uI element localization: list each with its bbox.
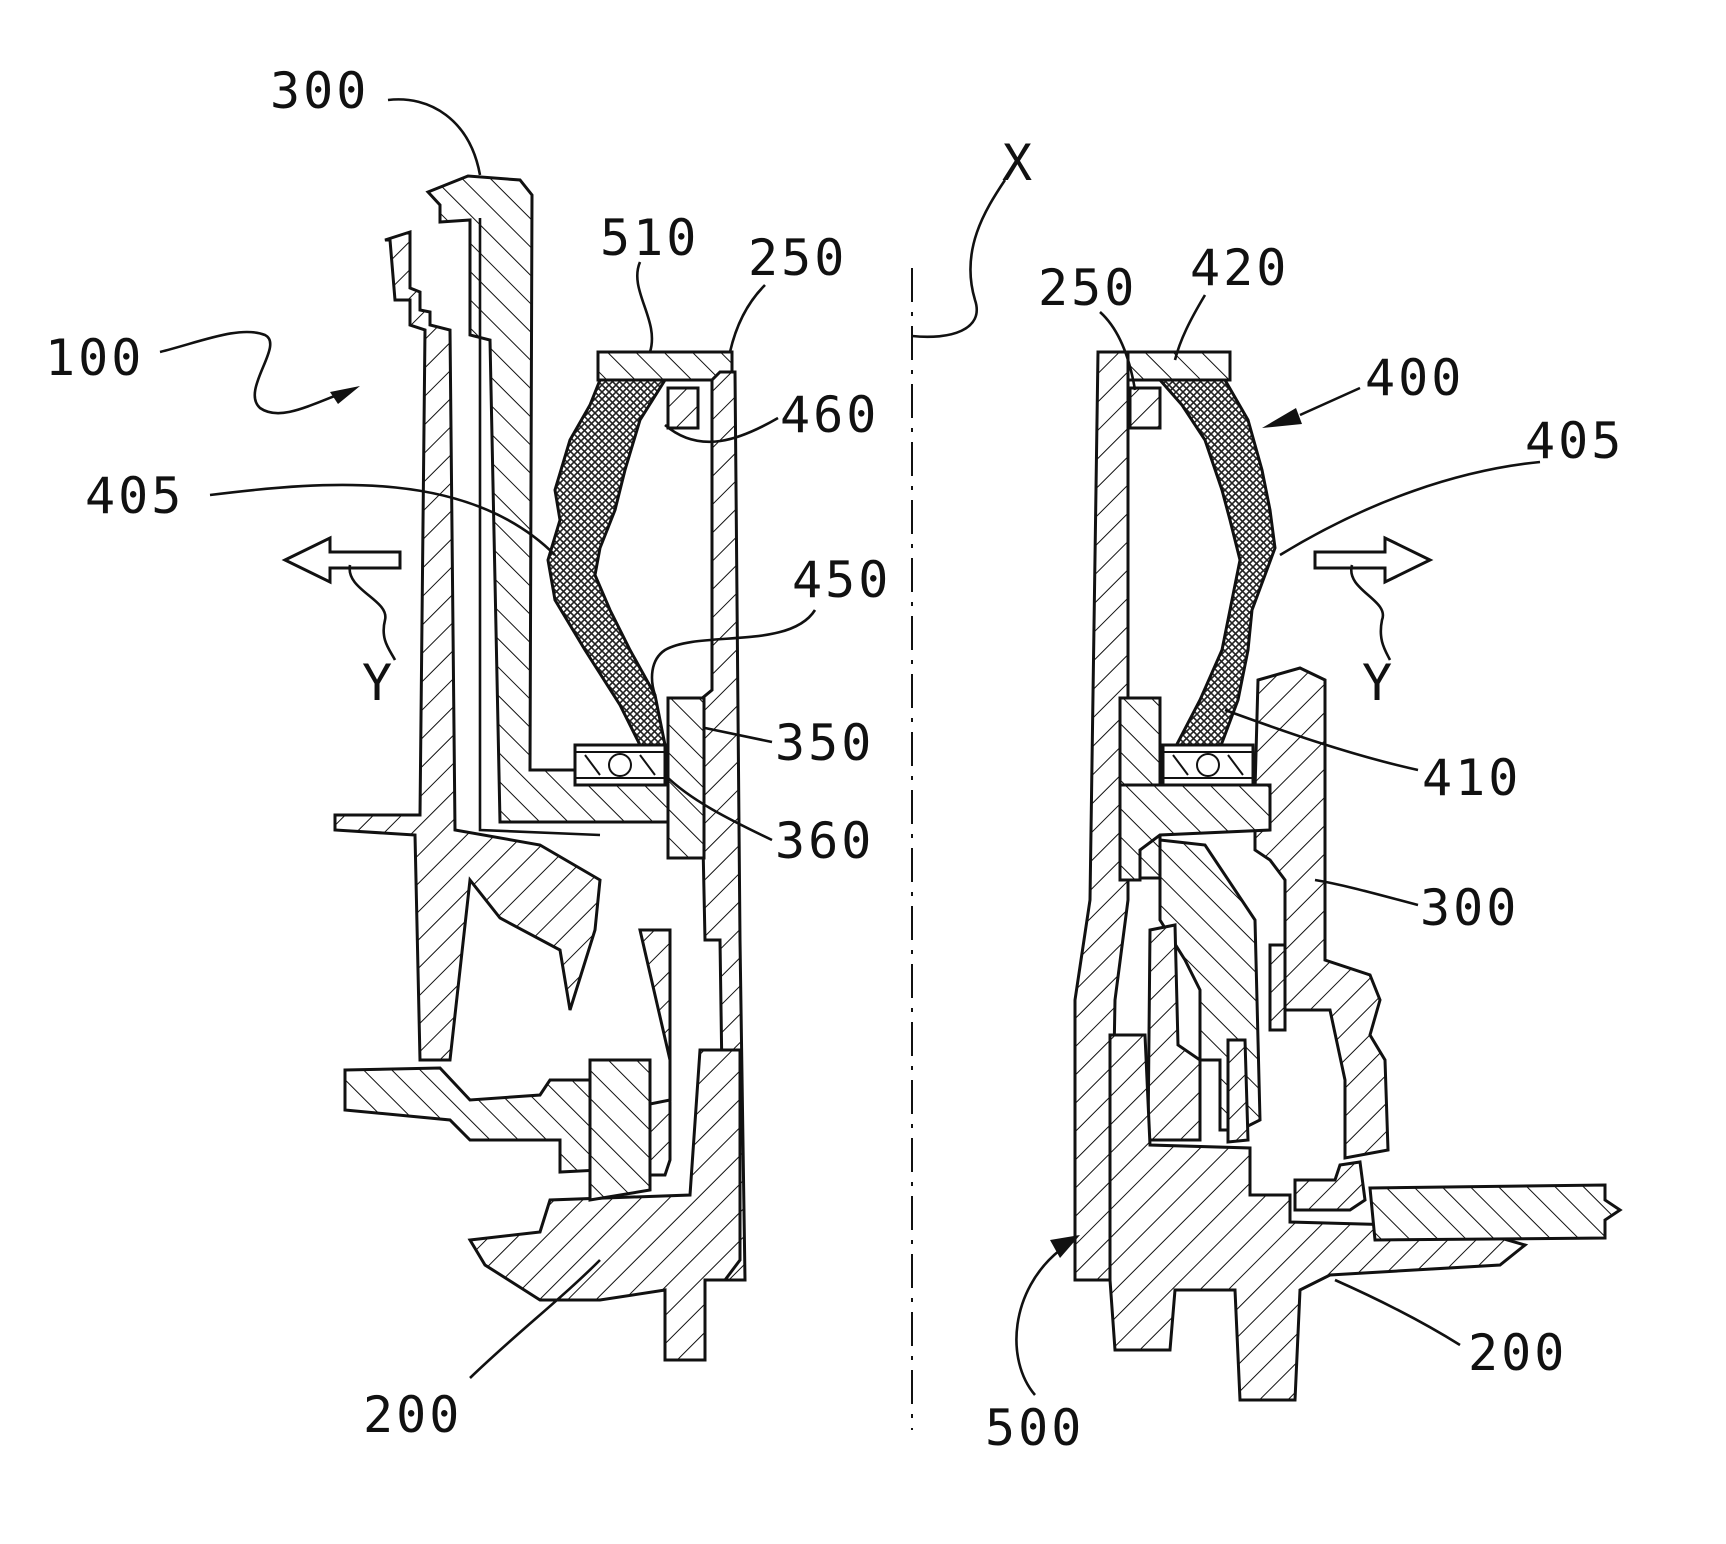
label-410: 410 (1422, 749, 1521, 807)
leader-300-right (1315, 880, 1418, 905)
right-inner-pin-2 (1228, 1040, 1248, 1142)
axis-leader (912, 180, 1005, 337)
label-200-left: 200 (363, 1386, 462, 1444)
label-405-left: 405 (85, 467, 184, 525)
left-direction-label: Y (362, 654, 395, 712)
left-y-arrow (285, 538, 400, 582)
leader-420 (1175, 295, 1205, 360)
right-direction-label: Y (1362, 654, 1395, 712)
right-block (1130, 388, 1160, 428)
right-housing-300 (1255, 668, 1388, 1158)
label-250-right: 250 (1038, 259, 1137, 317)
axis-label: X (1002, 134, 1035, 192)
left-ring-510 (598, 352, 732, 380)
right-y-arrow (1315, 538, 1430, 582)
leader-400 (1300, 388, 1360, 415)
label-300-top: 300 (270, 62, 369, 120)
arrow-400 (1262, 408, 1302, 428)
label-350: 350 (775, 714, 874, 772)
arrow-100 (330, 386, 360, 404)
label-400: 400 (1365, 349, 1464, 407)
left-support-350 (668, 698, 704, 858)
leader-200-right (1335, 1280, 1460, 1345)
right-bearing-410 (1163, 745, 1253, 785)
label-100: 100 (45, 329, 144, 387)
left-block-460 (668, 388, 698, 428)
left-lower-flange (345, 1068, 600, 1172)
leader-500 (1016, 1250, 1060, 1395)
right-clip (1295, 1162, 1365, 1210)
left-outer-housing (335, 232, 600, 1060)
label-360: 360 (775, 812, 874, 870)
left-lower-rib (590, 1060, 650, 1200)
left-membrane-405 (548, 380, 665, 745)
label-250-left: 250 (748, 229, 847, 287)
leader-510 (637, 262, 652, 352)
right-assembly: Y (1075, 352, 1620, 1400)
leader-405-right (1280, 462, 1540, 555)
left-y-leader (350, 565, 395, 660)
left-assembly: Y (285, 176, 745, 1360)
label-460: 460 (780, 386, 879, 444)
leader-100 (160, 332, 350, 413)
label-200-right: 200 (1468, 1324, 1567, 1382)
right-inner-pin (1270, 945, 1285, 1030)
label-420: 420 (1190, 239, 1289, 297)
label-510: 510 (600, 209, 699, 267)
label-500: 500 (985, 1399, 1084, 1457)
label-300-right: 300 (1420, 879, 1519, 937)
leader-250-left (730, 285, 765, 352)
label-450: 450 (792, 551, 891, 609)
left-bearing-360 (575, 745, 665, 785)
right-arm (1370, 1185, 1620, 1240)
leader-300-top (388, 99, 480, 175)
